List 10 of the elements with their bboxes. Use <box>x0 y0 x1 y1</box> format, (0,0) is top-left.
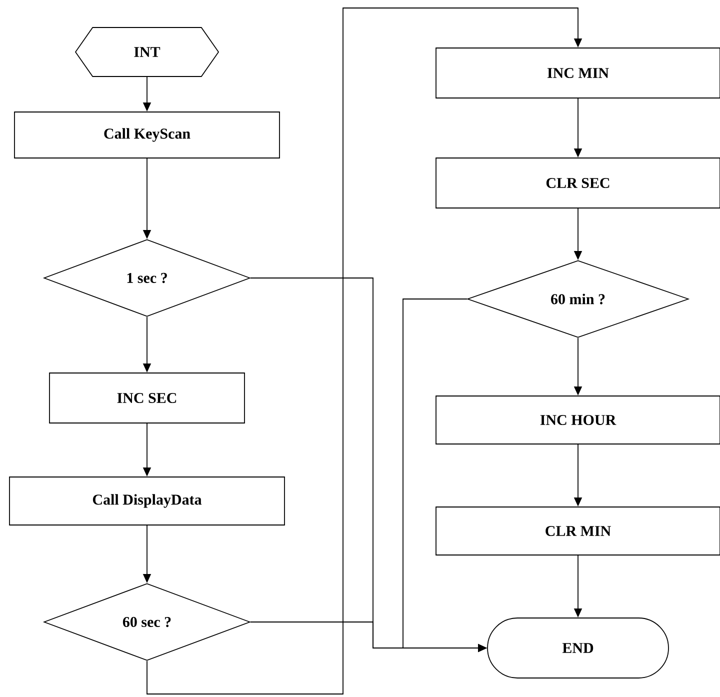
end-terminal: END <box>487 618 669 678</box>
process-box: Call KeyScan <box>14 112 280 158</box>
process-box: INC SEC <box>49 372 245 424</box>
process-box: CLR SEC <box>436 158 720 208</box>
start-hexagon: INT <box>74 27 220 77</box>
process-box: INC MIN <box>436 48 720 98</box>
process-box: CLR MIN <box>436 506 720 556</box>
arrow <box>146 8 582 694</box>
process-box: INC HOUR <box>436 396 720 444</box>
process-box: Call DisplayData <box>9 476 285 526</box>
